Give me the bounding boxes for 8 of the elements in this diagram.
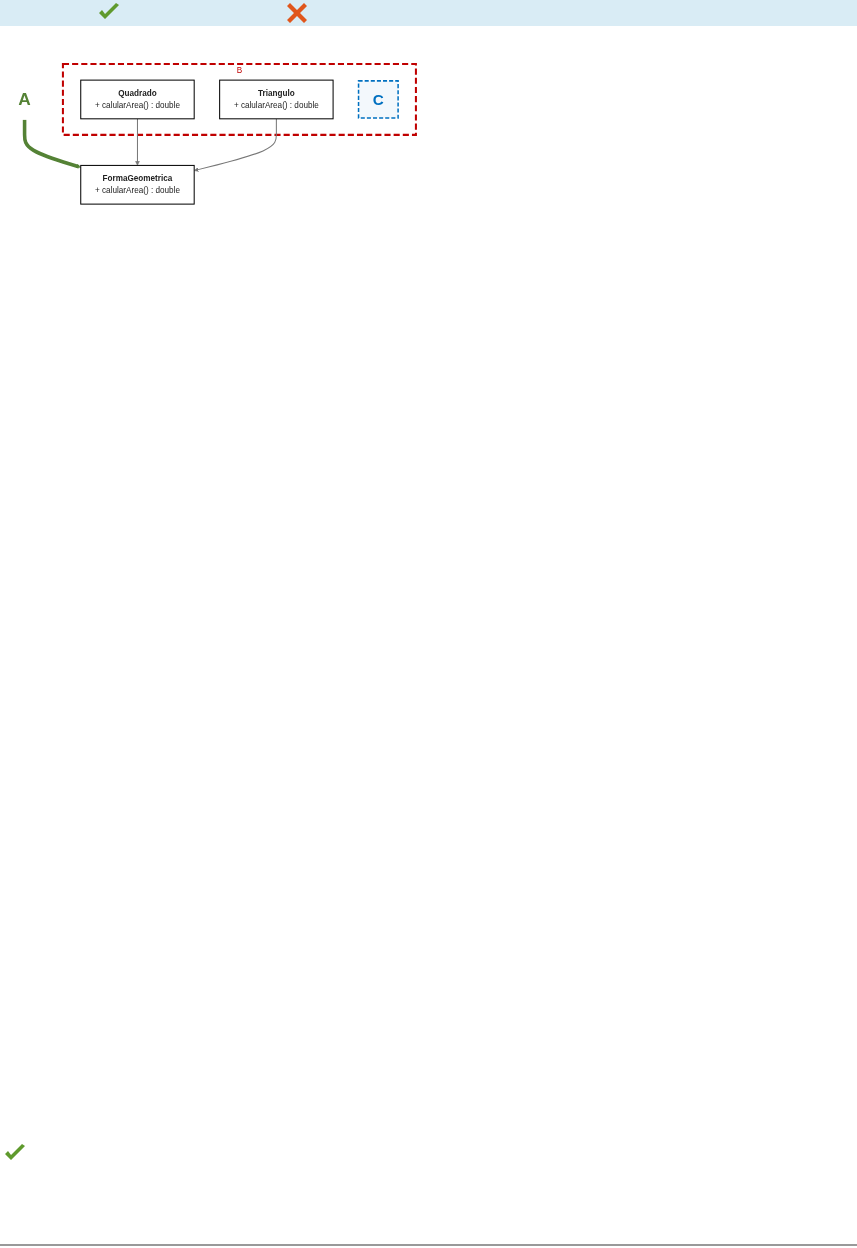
node-text: A <box>18 89 31 109</box>
node-box: FormaGeometrica + calularArea() : double <box>80 164 195 205</box>
arrow <box>135 118 140 166</box>
node-box: Quadrado + calularArea() : double <box>80 79 195 120</box>
arrow <box>194 118 277 172</box>
node-box: Triangulo + calularArea() : double <box>219 79 334 120</box>
arrow <box>22 119 81 169</box>
node-box: C <box>357 80 399 119</box>
